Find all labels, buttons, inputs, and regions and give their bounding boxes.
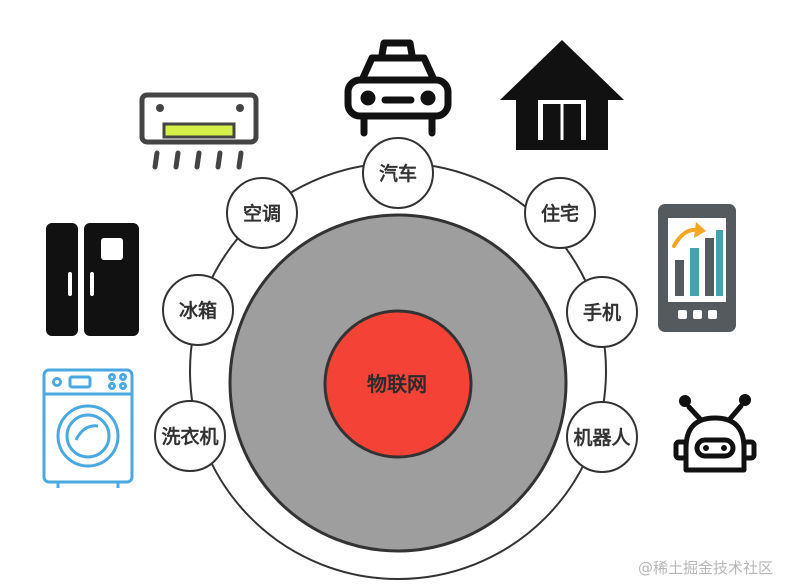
node-phone[interactable]: 手机	[566, 276, 638, 348]
taxi-car-icon	[344, 39, 452, 137]
watermark: @稀土掘金技术社区	[637, 559, 773, 577]
smartphone-chart-icon	[658, 204, 736, 332]
node-house-label: 住宅	[541, 202, 579, 225]
node-fridge-label: 冰箱	[179, 299, 217, 322]
node-robot[interactable]: 机器人	[566, 401, 638, 473]
house-icon	[500, 40, 624, 150]
node-fridge[interactable]: 冰箱	[162, 274, 234, 346]
node-car-label: 汽车	[379, 162, 417, 185]
node-ac-label: 空调	[243, 202, 281, 225]
node-ac[interactable]: 空调	[226, 177, 298, 249]
node-washer[interactable]: 洗衣机	[154, 400, 226, 472]
node-robot-label: 机器人	[573, 427, 631, 449]
washing-machine-icon	[42, 368, 134, 488]
node-washer-label: 洗衣机	[161, 425, 218, 448]
refrigerator-icon	[46, 223, 139, 336]
air-conditioner-icon	[139, 92, 259, 170]
node-car[interactable]: 汽车	[362, 137, 434, 209]
node-phone-label: 手机	[583, 301, 621, 324]
node-house[interactable]: 住宅	[524, 177, 596, 249]
core-label: 物联网	[367, 372, 427, 396]
robot-icon	[673, 394, 757, 473]
iot-core	[323, 309, 473, 459]
